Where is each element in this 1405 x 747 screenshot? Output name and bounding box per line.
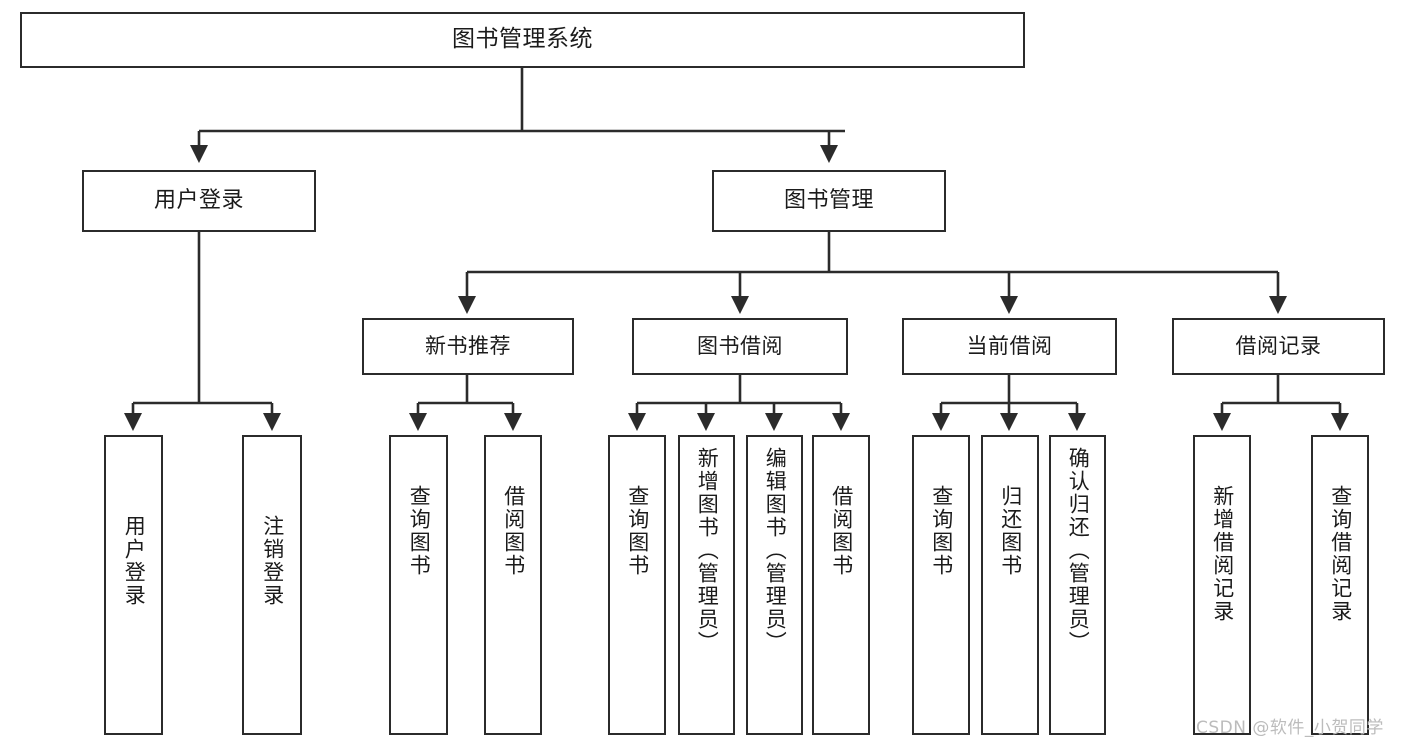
leaf-query-book-recommend[interactable]: 查询图书	[389, 435, 448, 735]
leaf-edit-book-admin[interactable]: 编辑图书（管理员）	[746, 435, 803, 735]
node-root-system[interactable]: 图书管理系统	[20, 12, 1025, 68]
node-label: 图书借阅	[697, 334, 783, 359]
leaf-return-book[interactable]: 归还图书	[981, 435, 1039, 735]
leaf-query-book-borrow[interactable]: 查询图书	[608, 435, 666, 735]
node-book-borrow[interactable]: 图书借阅	[632, 318, 848, 375]
node-user-login[interactable]: 用户登录	[82, 170, 316, 232]
node-label: 查询图书	[929, 485, 954, 577]
leaf-query-borrow-record[interactable]: 查询借阅记录	[1311, 435, 1369, 735]
node-label: 借阅记录	[1235, 334, 1322, 359]
node-label: 当前借阅	[966, 334, 1053, 359]
leaf-logout[interactable]: 注销登录	[242, 435, 302, 735]
node-label: 编辑图书（管理员）	[763, 447, 788, 654]
node-label: 确认归还（管理员）	[1066, 447, 1091, 654]
leaf-add-book-admin[interactable]: 新增图书（管理员）	[678, 435, 735, 735]
leaf-query-book-current[interactable]: 查询图书	[912, 435, 970, 735]
node-label: 归还图书	[998, 485, 1023, 577]
node-label: 查询图书	[625, 485, 650, 577]
node-label: 注销登录	[260, 515, 285, 607]
node-label: 借阅图书	[501, 485, 526, 577]
node-label: 新增图书（管理员）	[695, 447, 720, 654]
node-label: 图书管理系统	[452, 26, 593, 53]
leaf-borrow-book-recommend[interactable]: 借阅图书	[484, 435, 542, 735]
watermark-text: CSDN @软件_小贺同学	[1196, 718, 1384, 738]
node-label: 新增借阅记录	[1210, 485, 1235, 623]
leaf-add-borrow-record[interactable]: 新增借阅记录	[1193, 435, 1251, 735]
leaf-borrow-book[interactable]: 借阅图书	[812, 435, 870, 735]
leaf-user-login[interactable]: 用户登录	[104, 435, 163, 735]
node-label: 查询图书	[407, 485, 432, 577]
node-label: 查询借阅记录	[1328, 485, 1353, 623]
node-label: 借阅图书	[829, 485, 854, 577]
node-current-borrow[interactable]: 当前借阅	[902, 318, 1117, 375]
node-borrow-record[interactable]: 借阅记录	[1172, 318, 1385, 375]
leaf-confirm-return-admin[interactable]: 确认归还（管理员）	[1049, 435, 1106, 735]
node-label: 用户登录	[122, 515, 147, 607]
node-book-management[interactable]: 图书管理	[712, 170, 946, 232]
node-label: 用户登录	[153, 188, 244, 214]
node-label: 新书推荐	[425, 334, 511, 359]
node-label: 图书管理	[783, 188, 874, 214]
node-new-book-recommend[interactable]: 新书推荐	[362, 318, 574, 375]
